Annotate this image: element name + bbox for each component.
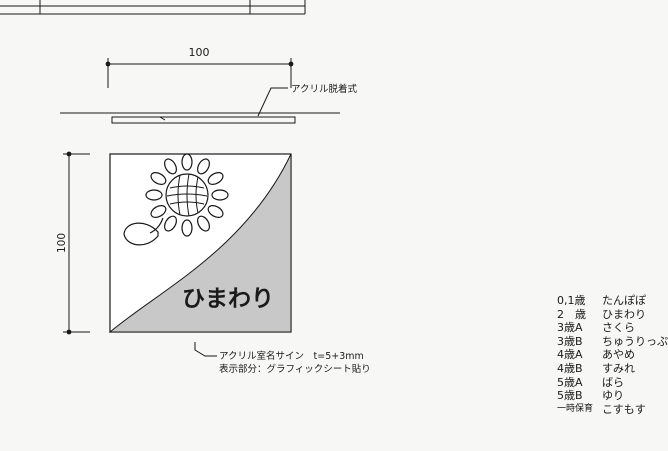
table-fragment [0, 0, 306, 15]
room-list-item: 2 歳 ひまわり [557, 308, 668, 322]
sign-face: ひまわり [108, 153, 292, 333]
room-age: 4歳A [557, 348, 583, 362]
room-age: 5歳A [557, 375, 583, 389]
room-name: すみれ [602, 361, 635, 375]
sign-callout-line1: アクリル室名サイン t=5+3mm [219, 350, 364, 362]
top-dimension: 100 [105, 46, 294, 88]
room-age: 2 歳 [557, 307, 586, 321]
room-list-item: 5歳B ゆり [557, 389, 668, 403]
room-list-item: 5歳A ばら [557, 376, 668, 390]
sign-gray-panel [108, 153, 292, 333]
side-dimension-label: 100 [56, 233, 68, 253]
sign-room-label: ひまわり [182, 286, 274, 312]
room-list-item: 3歳B ちゅうりっぷ [557, 335, 668, 349]
room-name: ちゅうりっぷ [602, 334, 668, 348]
room-name: ばら [602, 375, 624, 389]
room-age: 5歳B [557, 389, 583, 403]
sign-callout: アクリル室名サイン t=5+3mm 表示部分：グラフィックシート貼り [194, 342, 371, 375]
room-name: ゆり [602, 389, 624, 403]
room-name: ひまわり [602, 307, 646, 321]
room-age: 4歳B [557, 361, 583, 375]
room-age: 3歳B [557, 334, 583, 348]
room-age: 0,1歳 [557, 294, 586, 307]
room-name: さくら [602, 321, 635, 335]
top-dimension-label: 100 [189, 46, 210, 59]
mount-callout-label: アクリル脱着式 [291, 83, 358, 95]
room-list-item: 0,1歳 たんぽぽ [557, 294, 668, 308]
room-list: 0,1歳 たんぽぽ 2 歳 ひまわり 3歳A さくら 3歳B ちゅうりっぷ 4歳… [557, 294, 668, 416]
room-list-item: 3歳A さくら [557, 321, 668, 335]
room-name: こすもす [602, 402, 646, 416]
mount-callout: アクリル脱着式 [257, 83, 358, 117]
room-name: あやめ [602, 348, 635, 362]
room-age: 3歳A [557, 321, 583, 335]
sign-callout-line2: 表示部分：グラフィックシート貼り [219, 363, 371, 375]
room-list-item: 4歳A あやめ [557, 348, 668, 362]
sunflower-icon [123, 153, 229, 246]
side-view [60, 112, 340, 124]
room-age: 一時保育 [557, 403, 594, 414]
room-list-item: 4歳B すみれ [557, 362, 668, 376]
room-list-item: 一時保育 こすもす [557, 403, 668, 417]
side-dimension: 100 [56, 151, 90, 335]
room-name: たんぽぽ [602, 294, 646, 307]
